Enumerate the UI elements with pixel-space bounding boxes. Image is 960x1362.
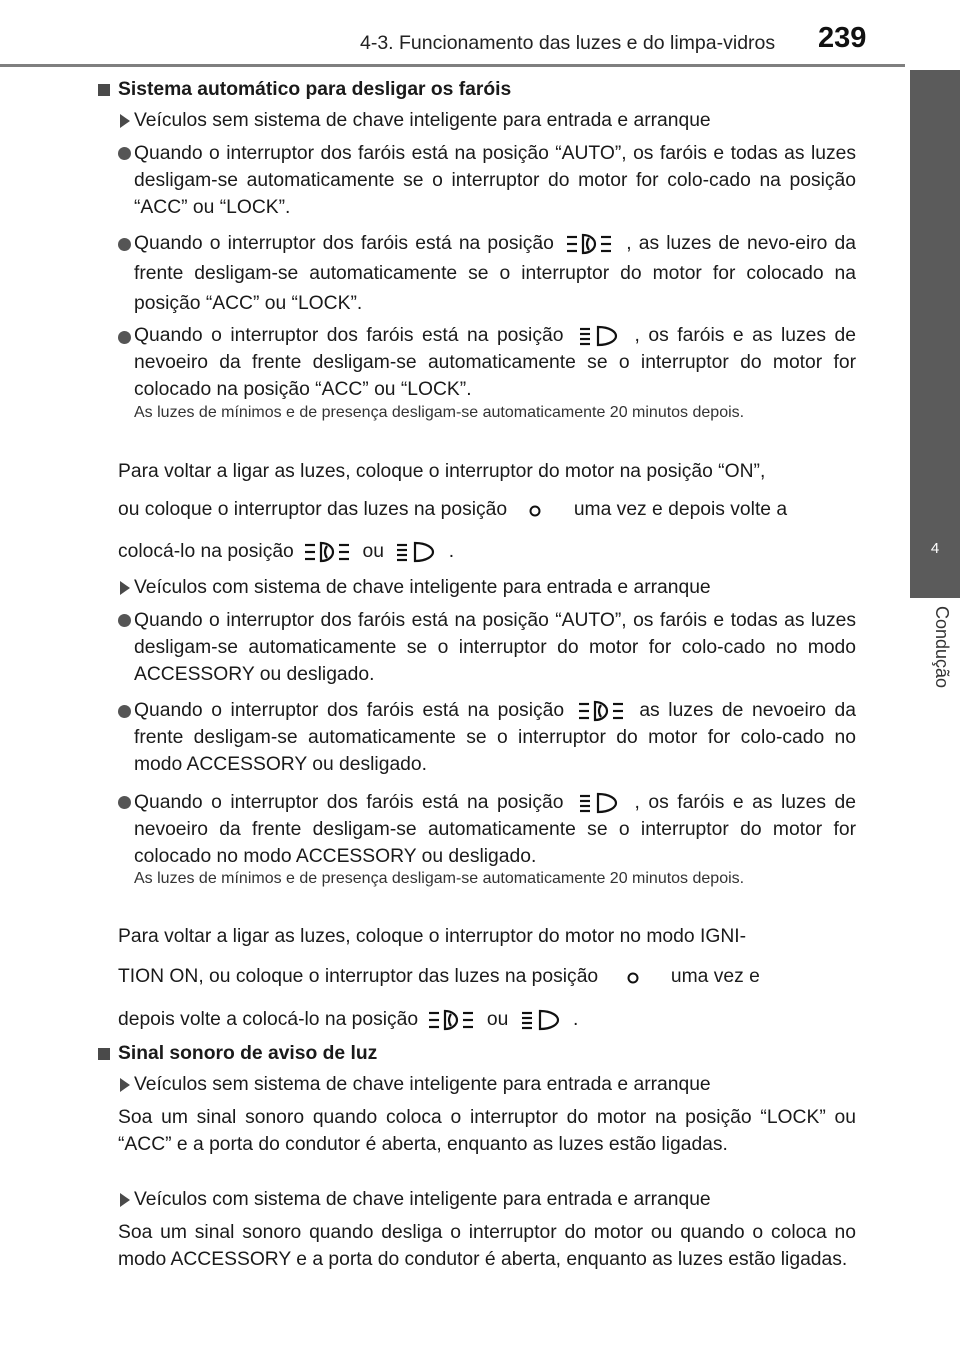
arrow-right-icon <box>120 114 130 128</box>
front-fog-light-icon <box>303 540 353 564</box>
section-marker-icon <box>98 1048 110 1060</box>
paragraph-text: TION ON, ou coloque o interruptor das lu… <box>118 966 599 987</box>
paragraph-text: Quando o interruptor dos faróis está na … <box>134 792 564 813</box>
note: As luzes de mínimos e de presença deslig… <box>134 870 745 887</box>
page-number: 239 <box>818 22 867 54</box>
subheading: Veículos com sistema de chave inteligent… <box>134 577 711 598</box>
paragraph-text: Quando o interruptor dos faróis está na … <box>134 700 565 721</box>
paragraph-text: , os faróis e as luzes de nevoeiro da fr… <box>134 325 857 400</box>
subheading: Veículos sem sistema de chave inteligent… <box>134 1074 711 1095</box>
bullet-icon <box>118 796 131 809</box>
paragraph-text: . <box>573 1009 579 1030</box>
paragraph-text: ou <box>486 1009 509 1030</box>
paragraph-text: colocá-lo na posição <box>118 541 294 562</box>
paragraph-text: uma vez e <box>670 966 760 987</box>
bullet-icon <box>118 705 131 718</box>
arrow-right-icon <box>120 581 130 595</box>
section-heading: Sistema automático para desligar os faró… <box>118 79 512 100</box>
paragraph: Soa um sinal sonoro quando coloca o inte… <box>118 1107 856 1155</box>
bullet-icon <box>118 238 131 251</box>
subheading: Veículos sem sistema de chave inteligent… <box>134 110 711 131</box>
arrow-right-icon <box>120 1078 130 1092</box>
paragraph: Quando o interruptor dos faróis está na … <box>134 789 856 870</box>
subheading: Veículos com sistema de chave inteligent… <box>134 1189 711 1210</box>
paragraph: TION ON, ou coloque o interruptor das lu… <box>118 963 858 990</box>
section-title: 4-3. Funcionamento das luzes e do limpa-… <box>360 32 776 54</box>
paragraph-text: ou coloque o interruptor das luzes na po… <box>118 499 508 520</box>
paragraph-text: Quando o interruptor dos faróis está na … <box>134 325 564 346</box>
paragraph: ou coloque o interruptor das luzes na po… <box>118 496 858 523</box>
chapter-label: Condução <box>932 606 952 689</box>
paragraph-text: depois volte a colocá-lo na posição <box>118 1009 419 1030</box>
headlight-icon <box>393 540 439 564</box>
arrow-right-icon <box>120 1193 130 1207</box>
paragraph: Para voltar a ligar as luzes, coloque o … <box>118 926 747 947</box>
paragraph: Soa um sinal sonoro quando desliga o int… <box>118 1222 856 1270</box>
paragraph-text: , os faróis e as luzes de nevoeiro da fr… <box>134 792 857 867</box>
front-fog-light-icon <box>565 232 615 256</box>
off-position-icon <box>528 503 542 517</box>
paragraph-text: . <box>448 541 455 562</box>
section-marker-icon <box>98 84 110 96</box>
front-fog-light-icon <box>577 699 627 723</box>
chapter-number: 4 <box>930 540 940 557</box>
paragraph: Para voltar a ligar as luzes, coloque o … <box>118 461 766 482</box>
paragraph: colocá-lo na posição ou . <box>118 538 858 565</box>
section-heading: Sinal sonoro de aviso de luz <box>118 1043 378 1064</box>
headlight-icon <box>518 1008 564 1032</box>
paragraph-text: uma vez e depois volte a <box>573 499 788 520</box>
front-fog-light-icon <box>427 1008 477 1032</box>
paragraph: Quando o interruptor dos faróis está na … <box>134 322 856 403</box>
paragraph: Quando o interruptor dos faróis está na … <box>134 229 856 319</box>
paragraph-text: Quando o interruptor dos faróis está na … <box>134 233 554 254</box>
paragraph-text: ou <box>362 541 384 562</box>
chapter-tab <box>910 70 960 598</box>
bullet-icon <box>118 614 131 627</box>
header-divider <box>0 64 905 67</box>
paragraph-text: , as luzes de nevo-eiro da frente deslig… <box>134 233 856 314</box>
paragraph: Quando o interruptor dos faróis está na … <box>134 143 856 218</box>
headlight-icon <box>576 791 622 815</box>
headlight-icon <box>576 324 622 348</box>
paragraph: Quando o interruptor dos faróis está na … <box>134 697 856 778</box>
bullet-icon <box>118 147 131 160</box>
off-position-icon <box>626 970 640 984</box>
paragraph: depois volte a colocá-lo na posição ou . <box>118 1006 858 1033</box>
bullet-icon <box>118 331 131 344</box>
paragraph-text: as luzes de nevoeiro da frente desligam-… <box>134 700 857 775</box>
note: As luzes de mínimos e de presença deslig… <box>134 404 745 421</box>
paragraph: Quando o interruptor dos faróis está na … <box>134 610 856 685</box>
